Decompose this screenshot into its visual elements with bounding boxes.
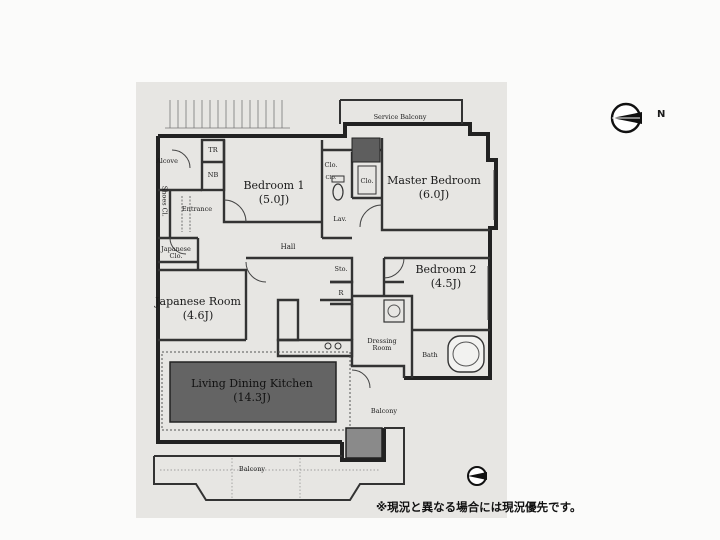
label-service-balcony: Service Balcony — [373, 113, 427, 121]
room-name: Bedroom 1 — [243, 179, 305, 192]
label-r: R — [338, 289, 344, 297]
washer — [383, 299, 405, 323]
room-name: Japanese Room — [155, 295, 241, 308]
label-sto: Sto. — [334, 265, 348, 273]
label-clo-b: Clo. — [325, 175, 337, 181]
room-name: Living Dining Kitchen — [191, 377, 313, 390]
north-compass-icon — [610, 102, 642, 134]
interior-walls — [158, 138, 490, 378]
mini-compass-icon — [467, 466, 487, 486]
room-ldk: Living Dining Kitchen (14.3J) — [191, 378, 313, 403]
label-bath: Bath — [422, 351, 438, 359]
label-clo-c: Clo. — [360, 177, 374, 185]
bottom-balcony — [153, 427, 405, 501]
label-hall: Hall — [280, 243, 296, 251]
label-tr: TR — [208, 146, 218, 154]
washer-drum — [387, 304, 401, 318]
room-name: Bedroom 2 — [415, 263, 477, 276]
label-balcony-side: Balcony — [370, 407, 398, 415]
room-area: (14.3J) — [233, 391, 271, 404]
entrance-step — [181, 196, 191, 232]
service-balcony — [339, 99, 463, 124]
clo-c-box — [357, 165, 377, 195]
label-alcove: Alcove — [156, 157, 178, 165]
window-marks — [487, 170, 495, 320]
toilet-tank — [331, 175, 345, 183]
room-area: (4.6J) — [182, 309, 214, 322]
footer-note: ※現況と異なる場合には現況優先です。 — [376, 500, 582, 514]
shaft-block — [351, 137, 381, 163]
door-swings — [169, 149, 405, 389]
balcony-unit — [345, 427, 383, 459]
room-area: (4.5J) — [430, 277, 462, 290]
label-clo-a: Clo. — [324, 161, 338, 169]
room-name: Master Bedroom — [387, 174, 481, 187]
room-area: (5.0J) — [258, 193, 290, 206]
label-lav: Lav. — [333, 215, 347, 223]
label-nb: NB — [207, 171, 219, 179]
label-balcony-bottom: Balcony — [238, 465, 266, 473]
tub-inner — [452, 341, 480, 367]
stove — [324, 342, 342, 350]
balcony-dots — [160, 458, 380, 498]
room-bedroom-1: Bedroom 1 (5.0J) — [243, 180, 304, 205]
room-bedroom-2: Bedroom 2 (4.5J) — [415, 264, 476, 289]
room-master-bedroom: Master Bedroom (6.0J) — [387, 175, 481, 200]
label-japanese-clo: Japanese Clo. — [161, 245, 191, 260]
label-shoes-cl: Shoes Cl. — [160, 185, 169, 217]
compass-north-letter: N — [657, 109, 666, 120]
room-area: (6.0J) — [418, 188, 450, 201]
label-entrance: Entrance — [181, 205, 213, 213]
room-japanese: Japanese Room (4.6J) — [155, 296, 241, 321]
top-hatch — [165, 100, 290, 129]
ldk-floor — [169, 361, 337, 423]
label-dressing-room: Dressing Room — [367, 337, 397, 352]
toilet — [332, 183, 344, 201]
